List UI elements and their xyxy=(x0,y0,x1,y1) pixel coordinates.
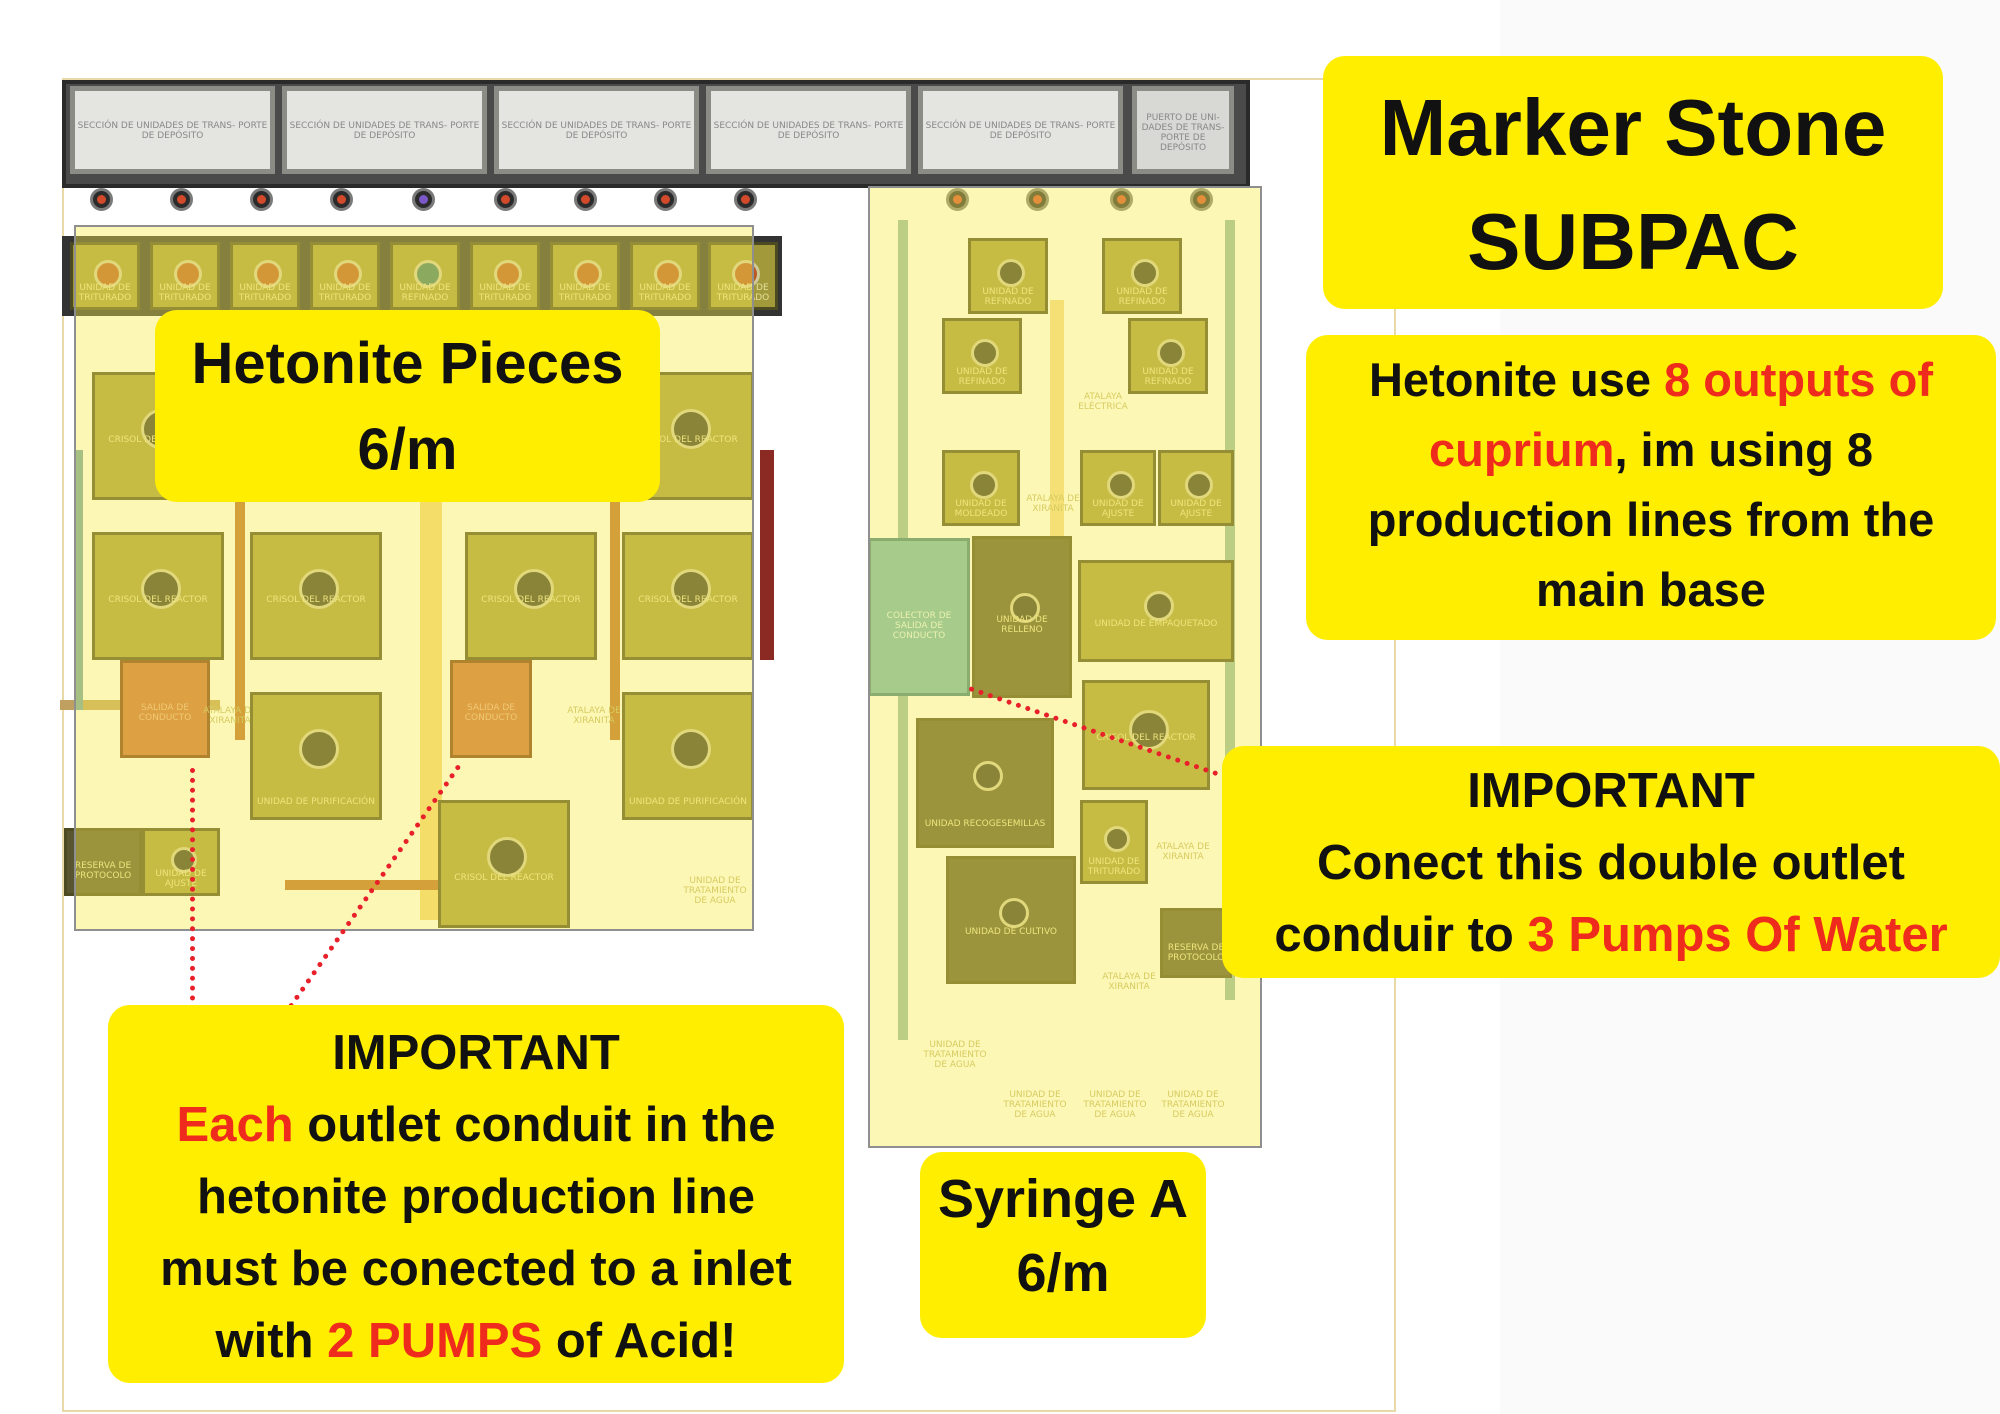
info-line1: Hetonite use 8 outputs of xyxy=(1368,353,1933,406)
watchtower[interactable]: ATALAYA DE XIRANITA xyxy=(567,706,621,726)
hetonite-rate: 6/m xyxy=(357,417,458,482)
refinery-unit[interactable]: UNIDAD DE REFINADO xyxy=(1128,318,1208,394)
conveyor-section[interactable]: SECCIÓN DE UNIDADES DE TRANS- PORTE DE D… xyxy=(918,86,1123,174)
conduit-pipe xyxy=(1050,300,1064,560)
purification-unit[interactable]: UNIDAD DE PURIFICACIÓN xyxy=(622,692,754,820)
water-line1: Conect this double outlet xyxy=(1317,836,1905,890)
conveyor-section[interactable]: SECCIÓN DE UNIDADES DE TRANS- PORTE DE D… xyxy=(706,86,911,174)
water-treatment-unit[interactable]: UNIDAD DE TRATAMIENTO DE AGUA xyxy=(1161,1090,1225,1120)
reactor-crucible[interactable]: CRISOL DEL REACTOR xyxy=(250,532,382,660)
crusher-unit[interactable]: UNIDAD DE TRITURADO xyxy=(1080,800,1148,884)
filling-unit[interactable]: UNIDAD DE RELLENO xyxy=(972,536,1072,698)
reactor-crucible[interactable]: CRISOL DEL REACTOR xyxy=(465,532,597,660)
adjustment-unit[interactable]: UNIDAD DE AJUSTE xyxy=(142,828,220,896)
seed-collector-unit[interactable]: UNIDAD RECOGESEMILLAS xyxy=(916,718,1054,848)
purification-unit[interactable]: UNIDAD DE PURIFICACIÓN xyxy=(250,692,382,820)
conveyor-section[interactable]: SECCIÓN DE UNIDADES DE TRANS- PORTE DE D… xyxy=(282,86,487,174)
output-port-icon[interactable] xyxy=(1026,188,1049,211)
conveyor-section[interactable]: SECCIÓN DE UNIDADES DE TRANS- PORTE DE D… xyxy=(494,86,699,174)
title-line2: SUBPAC xyxy=(1467,197,1799,286)
info-line3: production lines from the xyxy=(1367,493,1935,546)
water-pipe xyxy=(75,450,83,710)
info-line4: main base xyxy=(1536,563,1766,616)
info-line2: cuprium, im using 8 xyxy=(1429,423,1873,476)
output-port-icon[interactable] xyxy=(1190,188,1213,211)
syringe-name: Syringe A xyxy=(937,1169,1189,1229)
refinery-unit[interactable]: UNIDAD DE REFINADO xyxy=(1102,238,1182,314)
acid-line3: must be conected to a inlet xyxy=(160,1242,792,1296)
acid-line4: with 2 PUMPS of Acid! xyxy=(215,1314,737,1368)
output-port-icon[interactable] xyxy=(734,188,757,211)
title-line1: Marker Stone xyxy=(1379,83,1887,172)
conduit-pipe xyxy=(285,880,445,890)
watchtower[interactable]: ATALAYA DE XIRANITA xyxy=(1156,842,1210,862)
packaging-unit[interactable]: UNIDAD DE EMPAQUETADO xyxy=(1078,560,1234,662)
output-port-icon[interactable] xyxy=(330,188,353,211)
crusher-unit[interactable]: UNIDAD DE TRITURADO xyxy=(310,242,380,310)
syringe-callout xyxy=(920,1152,1206,1338)
output-port-icon[interactable] xyxy=(946,188,969,211)
reactor-crucible[interactable]: CRISOL DEL REACTOR xyxy=(622,532,754,660)
reactor-crucible[interactable]: CRISOL DEL REACTOR xyxy=(1082,680,1210,790)
conduit-pipe xyxy=(610,460,620,740)
protocol-reserve[interactable]: RESERVA DE PROTOCOLO xyxy=(1160,908,1232,978)
watchtower[interactable]: ATALAYA DE XIRANITA xyxy=(1026,494,1080,514)
reactor-crucible[interactable]: CRISOL DEL REACTOR xyxy=(92,532,224,660)
crusher-unit[interactable]: UNIDAD DE TRITURADO xyxy=(550,242,620,310)
hetonite-name: Hetonite Pieces xyxy=(191,331,624,396)
watchtower[interactable]: ATALAYA DE XIRANITA xyxy=(1102,972,1156,992)
water-treatment-unit[interactable]: UNIDAD DE TRATAMIENTO DE AGUA xyxy=(683,876,747,906)
title-callout xyxy=(1323,56,1943,309)
acid-pipe xyxy=(760,450,774,660)
crusher-unit[interactable]: UNIDAD DE TRITURADO xyxy=(150,242,220,310)
adjustment-unit[interactable]: UNIDAD DE AJUSTE xyxy=(1158,450,1234,526)
conduit-pipe xyxy=(420,500,442,920)
electric-watchtower[interactable]: ATALAYA ELÉCTRICA xyxy=(1078,392,1128,412)
adjustment-unit[interactable]: UNIDAD DE AJUSTE xyxy=(1080,450,1156,526)
acid-line2: hetonite production line xyxy=(196,1170,756,1224)
conveyor-port[interactable]: PUERTO DE UNI- DADES DE TRANS- PORTE DE … xyxy=(1132,86,1234,174)
water-treatment-unit[interactable]: UNIDAD DE TRATAMIENTO DE AGUA xyxy=(1003,1090,1067,1120)
crusher-unit[interactable]: UNIDAD DE TRITURADO xyxy=(70,242,140,310)
molding-unit[interactable]: UNIDAD DE MOLDEADO xyxy=(942,450,1020,526)
cultivation-unit[interactable]: UNIDAD DE CULTIVO xyxy=(946,856,1076,984)
output-port-icon[interactable] xyxy=(494,188,517,211)
crusher-unit[interactable]: UNIDAD DE TRITURADO xyxy=(630,242,700,310)
crusher-unit[interactable]: UNIDAD DE TRITURADO xyxy=(470,242,540,310)
water-treatment-unit[interactable]: UNIDAD DE TRATAMIENTO DE AGUA xyxy=(923,1040,987,1070)
water-treatment-unit[interactable]: UNIDAD DE TRATAMIENTO DE AGUA xyxy=(1083,1090,1147,1120)
water-heading: IMPORTANT xyxy=(1467,764,1755,818)
refinery-unit[interactable]: UNIDAD DE REFINADO xyxy=(968,238,1048,314)
important-water-callout xyxy=(1222,746,2000,978)
crusher-unit[interactable]: UNIDAD DE TRITURADO xyxy=(230,242,300,310)
outlet-conduit[interactable]: SALIDA DE CONDUCTO xyxy=(120,660,210,758)
protocol-reserve[interactable]: RESERVA DE PROTOCOLO xyxy=(64,828,142,896)
syringe-area-overlay xyxy=(868,186,1262,1148)
refinery-unit[interactable]: UNIDAD DE REFINADO xyxy=(390,242,460,310)
output-port-icon[interactable] xyxy=(654,188,677,211)
conveyor-section[interactable]: SECCIÓN DE UNIDADES DE TRANS- PORTE DE D… xyxy=(70,86,275,174)
refinery-unit[interactable]: UNIDAD DE REFINADO xyxy=(942,318,1022,394)
output-port-icon[interactable] xyxy=(1110,188,1133,211)
acid-heading: IMPORTANT xyxy=(332,1026,620,1080)
hetonite-callout xyxy=(155,310,660,502)
output-port-icon[interactable] xyxy=(170,188,193,211)
watchtower[interactable]: ATALAYA DE XIRANITA xyxy=(203,706,257,726)
base-frame xyxy=(62,78,1396,1412)
acid-line1: Each outlet conduit in the xyxy=(176,1098,776,1152)
important-acid-callout xyxy=(108,1005,844,1383)
conduit-pipe xyxy=(235,460,245,740)
output-port-icon[interactable] xyxy=(574,188,597,211)
output-port-icon[interactable] xyxy=(412,188,435,211)
water-line2: conduir to 3 Pumps Of Water xyxy=(1274,908,1948,962)
output-port-icon[interactable] xyxy=(250,188,273,211)
output-port-icon[interactable] xyxy=(90,188,113,211)
crusher-unit[interactable]: UNIDAD DE TRITURADO xyxy=(708,242,778,310)
outlet-conduit[interactable]: SALIDA DE CONDUCTO xyxy=(450,660,532,758)
syringe-rate: 6/m xyxy=(1016,1243,1110,1303)
info-callout xyxy=(1306,335,1996,640)
reactor-crucible[interactable]: CRISOL DEL REACTOR xyxy=(438,800,570,928)
